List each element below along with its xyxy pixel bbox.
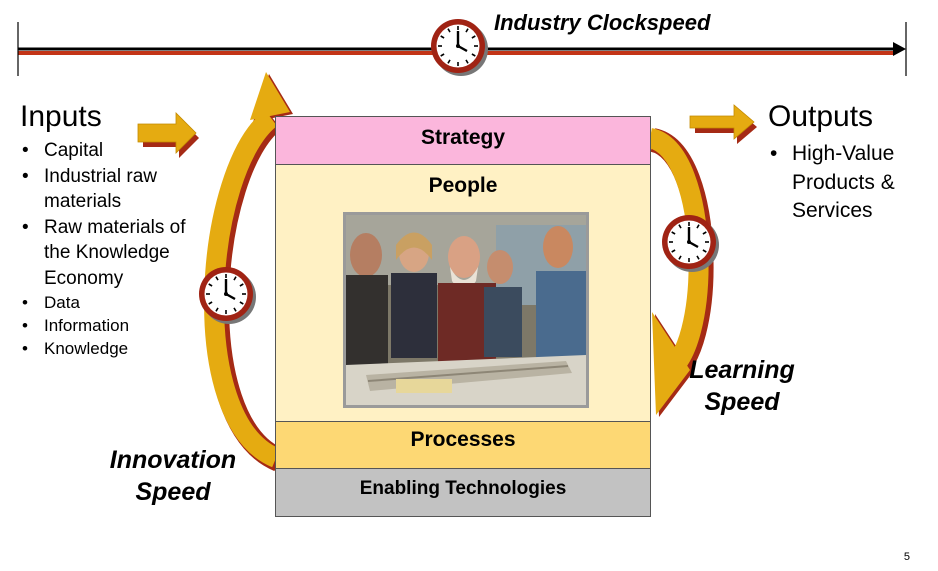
technologies-label: Enabling Technologies [359,478,567,499]
list-item: Capital [20,138,210,164]
page-number: 5 [903,551,910,563]
learning-line2: Speed [704,388,780,416]
people-label: People [428,174,498,197]
list-item: Data [20,291,210,314]
innovation-speed-label: Innovation Speed [100,444,246,508]
learning-line1: Learning [689,356,795,384]
outputs-heading: Outputs [768,100,874,133]
strategy-label: Strategy [420,126,506,149]
team-photo [343,212,589,408]
technologies-layer: Enabling Technologies [275,468,651,517]
clock-icon [429,17,490,78]
industry-clockspeed-label: Industry Clockspeed [494,10,711,35]
inputs-list: Capital Industrial raw materials Raw mat… [20,138,210,360]
list-item: Raw materials of the Knowledge Economy [20,215,210,292]
innovation-line1: Innovation [109,446,237,474]
outputs-list: High-Value Products & Services [768,140,933,226]
list-item: Information [20,314,210,337]
inputs-heading: Inputs [20,100,102,133]
list-item: Knowledge [20,337,210,360]
strategy-layer: Strategy [275,116,651,165]
output-arrow-icon [689,104,757,144]
processes-label: Processes [410,428,516,451]
list-item: Industrial raw materials [20,164,210,215]
list-item: High-Value Products & Services [768,140,933,226]
innovation-line2: Speed [135,478,211,506]
processes-layer: Processes [275,421,651,469]
learning-speed-label: Learning Speed [680,354,804,418]
